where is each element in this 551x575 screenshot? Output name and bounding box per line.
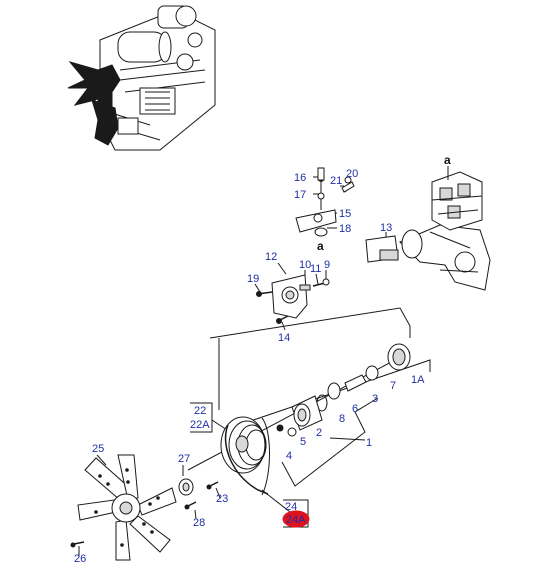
part-label-21[interactable]: 21 bbox=[330, 175, 342, 187]
part-label-23[interactable]: 23 bbox=[216, 493, 228, 505]
idler-bracket-assembly bbox=[256, 167, 399, 324]
part-label-8[interactable]: 8 bbox=[339, 413, 345, 425]
part-label-7[interactable]: 7 bbox=[390, 380, 396, 392]
part-label-17[interactable]: 17 bbox=[294, 189, 306, 201]
part-label-24A[interactable]: 24A bbox=[286, 514, 306, 526]
part-label-25[interactable]: 25 bbox=[92, 443, 104, 455]
part-label-9[interactable]: 9 bbox=[324, 259, 330, 271]
part-label-4[interactable]: 4 bbox=[286, 450, 292, 462]
engine-block-housing bbox=[399, 166, 491, 291]
part-label-28[interactable]: 28 bbox=[193, 517, 205, 529]
part-24A-highlight[interactable] bbox=[282, 510, 310, 528]
part-label-1[interactable]: 1 bbox=[366, 437, 372, 449]
part-label-6[interactable]: 6 bbox=[352, 403, 358, 415]
part-label-12[interactable]: 12 bbox=[265, 251, 277, 263]
part-label-19[interactable]: 19 bbox=[247, 273, 259, 285]
part-label-10[interactable]: 10 bbox=[299, 259, 311, 271]
reference-a-middle: a bbox=[317, 239, 324, 253]
part-label-1A[interactable]: 1A bbox=[411, 374, 425, 386]
part-label-20[interactable]: 20 bbox=[346, 168, 358, 180]
part-label-13[interactable]: 13 bbox=[380, 222, 392, 234]
part-label-24[interactable]: 24 bbox=[285, 501, 297, 513]
part-label-18[interactable]: 18 bbox=[339, 223, 351, 235]
part-label-22A[interactable]: 22A bbox=[190, 419, 210, 431]
part-label-26[interactable]: 26 bbox=[74, 553, 86, 565]
part-labels: 16 20 17 21 15 18 13 12 10 11 9 19 14 1A… bbox=[74, 153, 451, 565]
part-label-14[interactable]: 14 bbox=[278, 332, 290, 344]
cooling-fan bbox=[70, 454, 219, 561]
reference-a-top: a bbox=[444, 153, 451, 167]
water-pump-assembly bbox=[276, 343, 411, 437]
part-label-5[interactable]: 5 bbox=[300, 436, 306, 448]
part-label-11[interactable]: 11 bbox=[310, 263, 321, 275]
part-label-16[interactable]: 16 bbox=[294, 172, 306, 184]
engine-overview-illustration bbox=[67, 5, 216, 151]
part-label-3[interactable]: 3 bbox=[372, 393, 378, 405]
part-label-15[interactable]: 15 bbox=[339, 208, 351, 220]
part-label-22[interactable]: 22 bbox=[194, 405, 206, 417]
part-label-27[interactable]: 27 bbox=[178, 453, 190, 465]
part-label-2[interactable]: 2 bbox=[316, 427, 322, 439]
pulley-and-belt bbox=[220, 416, 270, 496]
